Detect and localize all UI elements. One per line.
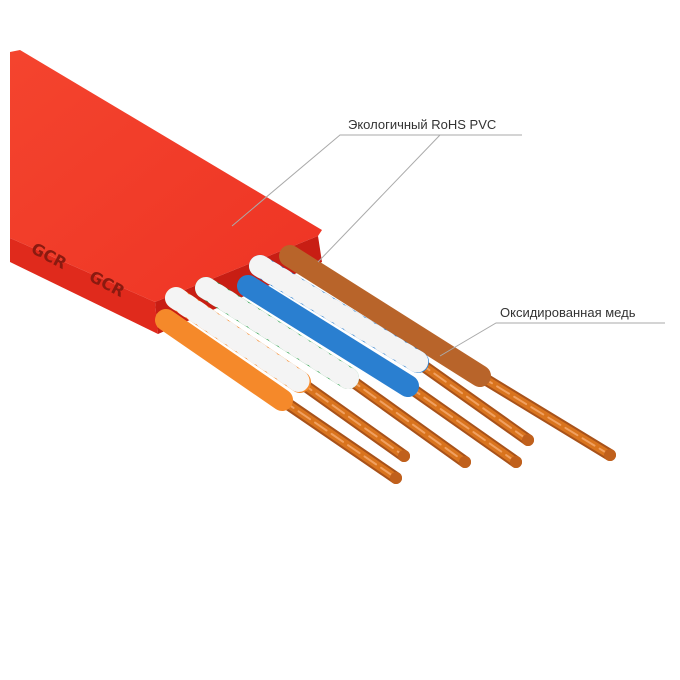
copper-highlight-orange — [281, 399, 397, 479]
leader-line-copper — [439, 322, 665, 357]
copper-highlight-brown — [479, 375, 611, 456]
wire-stripe-blue-white — [249, 255, 429, 373]
copper-end-green-white — [459, 456, 471, 468]
copper-end-orange-white — [398, 450, 410, 462]
copper-highlight-green-white — [347, 377, 466, 463]
copper-highlight-blue — [407, 385, 517, 463]
cable-jacket-top — [10, 50, 322, 302]
wire-insulation-brown — [279, 245, 491, 387]
wire-insulation-blue — [237, 275, 419, 397]
copper-end-brown — [604, 449, 616, 461]
annotation-jacket: Экологичный RoHS PVC — [348, 117, 497, 132]
wire-insulation-orange — [155, 309, 293, 411]
leader-line-jacket — [231, 134, 522, 227]
wire-stripe-orange-white — [165, 287, 311, 393]
wire-pairs — [155, 245, 616, 484]
copper-end-orange — [390, 472, 402, 484]
copper-highlight-orange-white — [299, 381, 405, 457]
annotation-conductor: Оксидированная медь — [500, 305, 636, 320]
cable-jacket-side — [10, 238, 158, 334]
copper-highlight-blue-white — [417, 361, 529, 441]
copper-end-blue — [510, 456, 522, 468]
wire-stripe-green-white — [195, 277, 359, 389]
copper-end-blue-white — [522, 434, 534, 446]
leader-line-jacket-2 — [317, 134, 441, 263]
